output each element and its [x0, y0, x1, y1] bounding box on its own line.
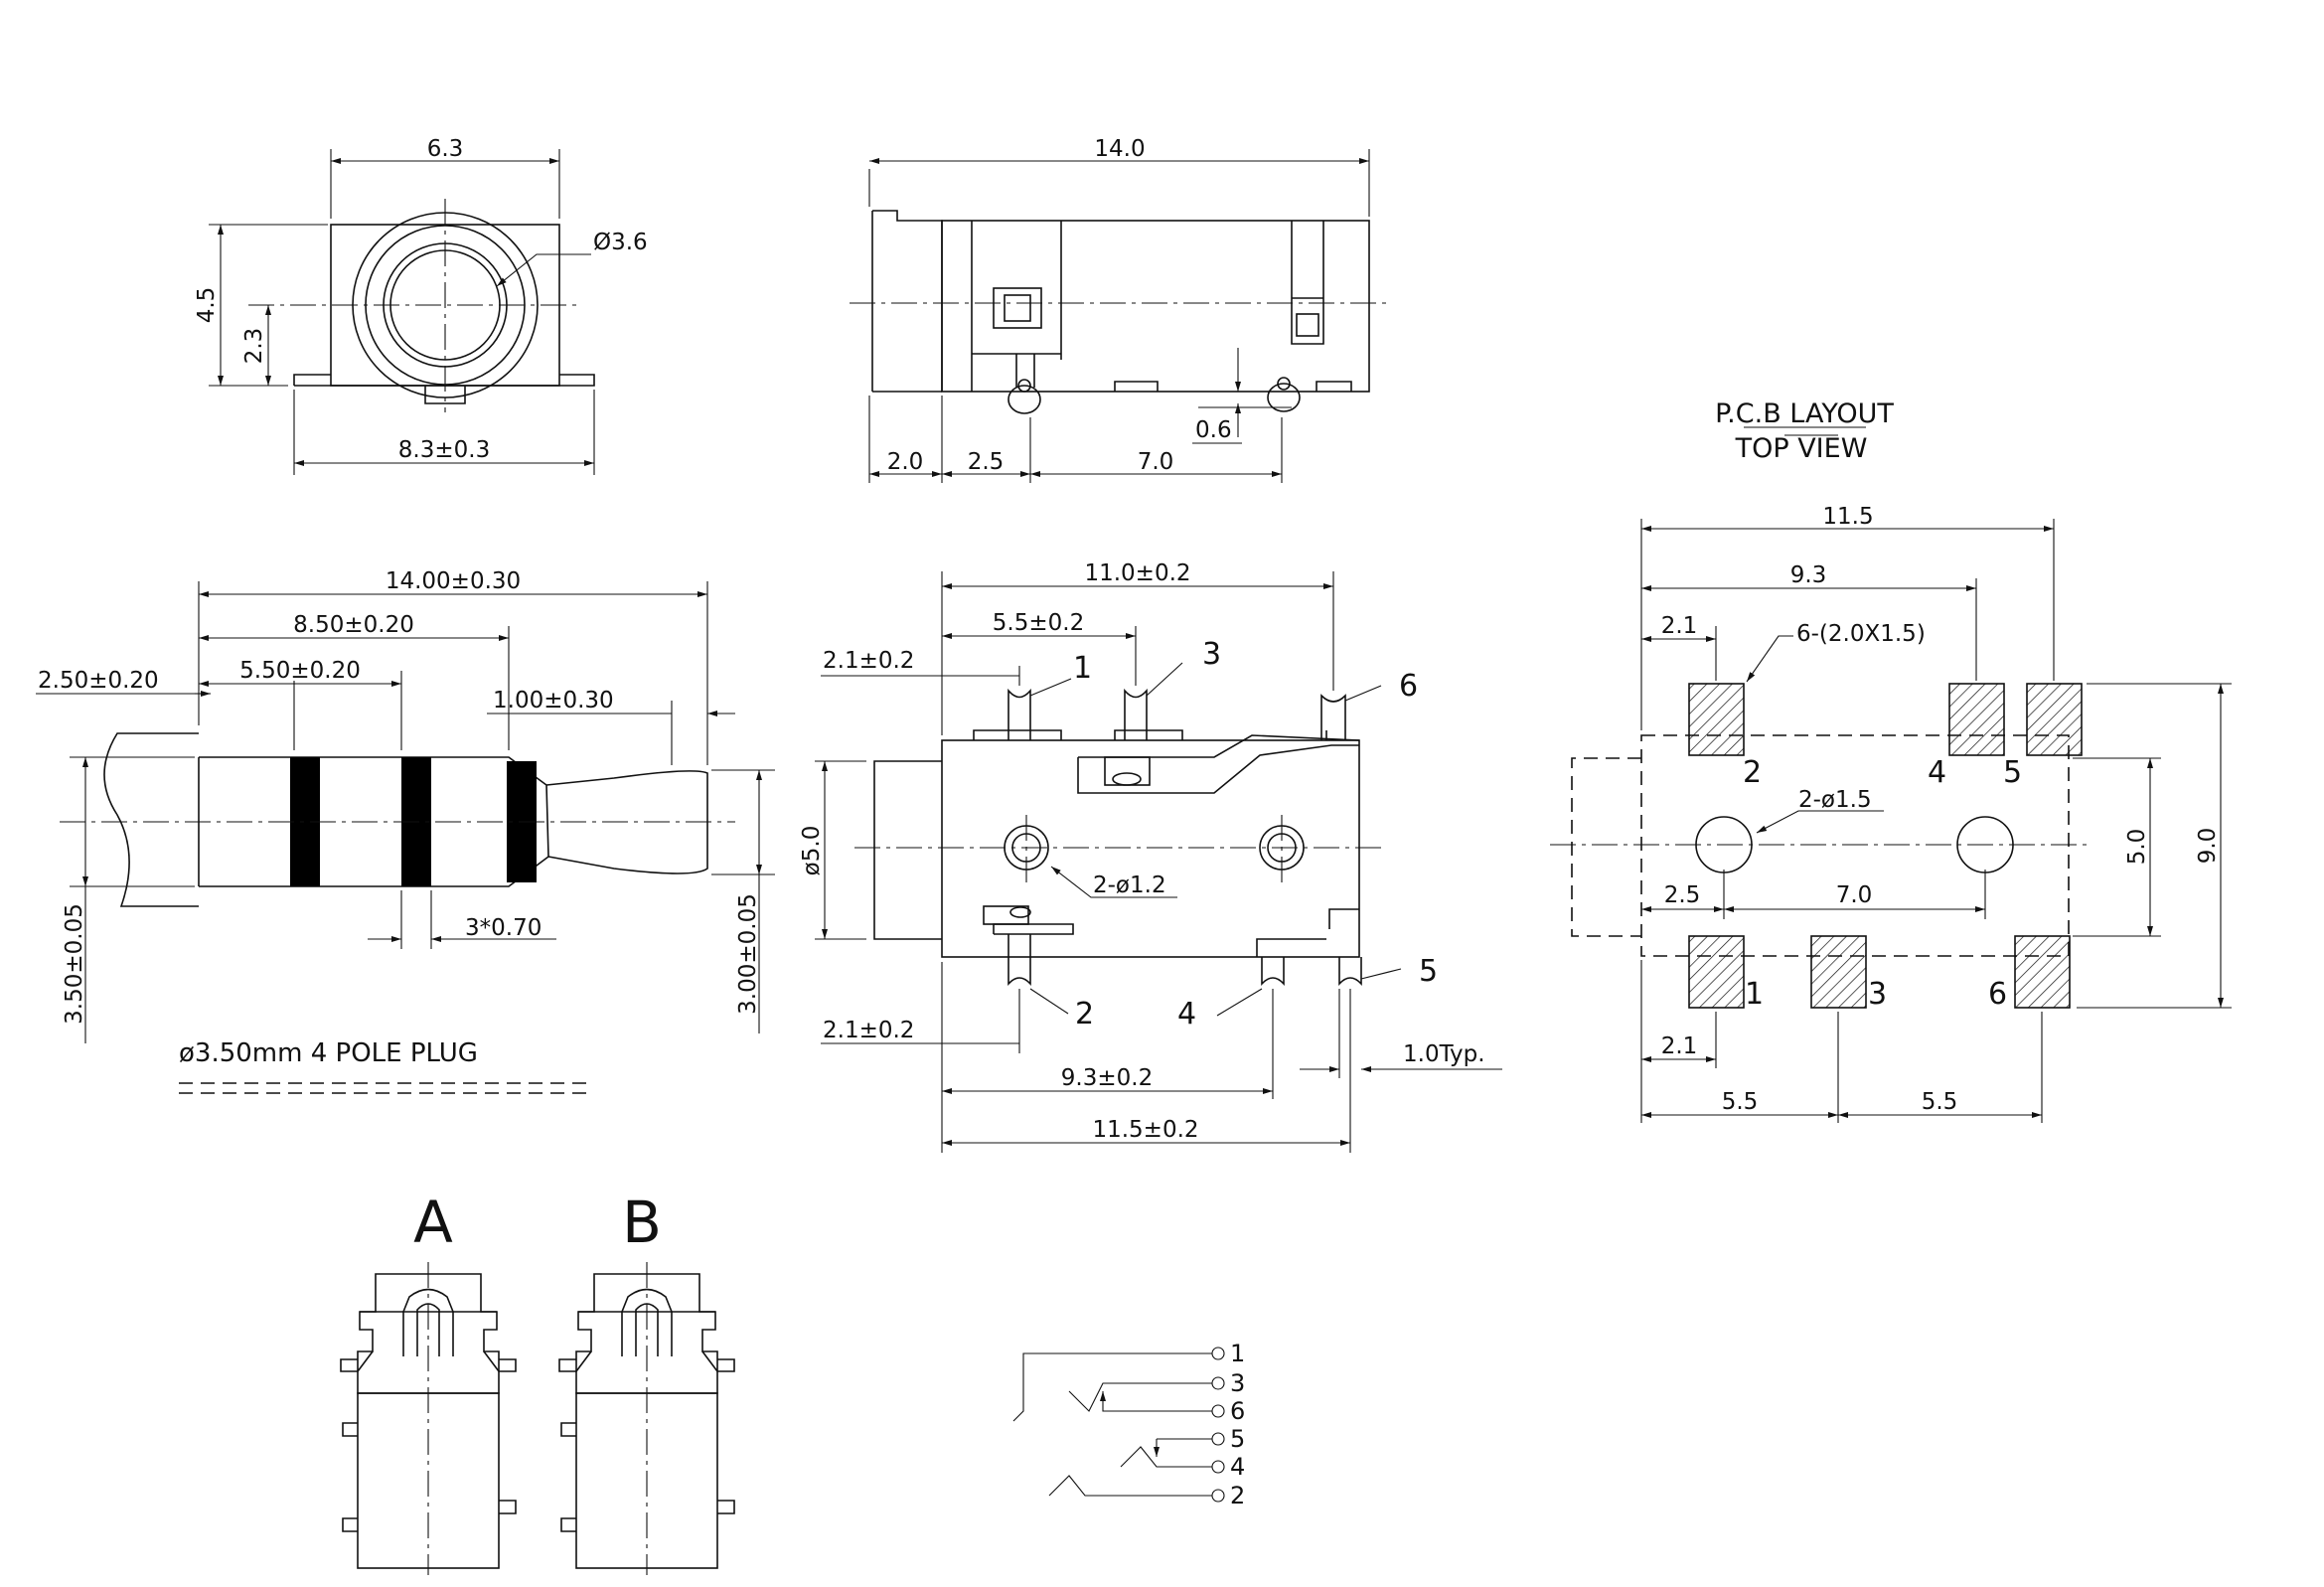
- pcb-layout: P.C.B LAYOUT TOP VIEW 2 4 5 1 3 6 11.5 9…: [1550, 398, 2232, 1123]
- pcb-dim-overall: 11.5: [1822, 504, 1873, 530]
- schem-pin-5: 5: [1230, 1425, 1245, 1453]
- bottom-pin-2: 2: [1075, 997, 1094, 1032]
- dim-plug-tipdia: 3.00±0.05: [735, 893, 761, 1015]
- pcb-dim-pitch-a: 5.5: [1722, 1089, 1759, 1115]
- dim-side-mid: 2.5: [968, 449, 1005, 475]
- plug-view: 14.00±0.30 8.50±0.20 5.50±0.20 2.50±0.20…: [36, 568, 775, 1094]
- pcb-pad-4: [1948, 683, 2005, 756]
- dim-plug-sleeve: 2.50±0.20: [38, 668, 159, 694]
- dim-side-length: 14.0: [1094, 136, 1145, 162]
- dim-bottom-top-length: 11.0±0.2: [1084, 560, 1190, 586]
- variant-a-label: A: [413, 1189, 453, 1256]
- pcb-title: P.C.B LAYOUT: [1715, 398, 1894, 429]
- pcb-label-2: 2: [1743, 755, 1762, 790]
- dim-bottom-dia: ø5.0: [799, 826, 825, 876]
- pcb-subtitle: TOP VIEW: [1735, 433, 1868, 464]
- bottom-pin-3: 3: [1202, 637, 1221, 672]
- dim-front-width: 6.3: [427, 136, 464, 162]
- dim-plug-band3: 8.50±0.20: [293, 612, 414, 638]
- dim-bottom-length: 11.5±0.2: [1092, 1117, 1198, 1143]
- dim-side-front: 2.0: [887, 449, 924, 475]
- schem-pin-6: 6: [1230, 1397, 1245, 1425]
- dim-bottom-pin2: 2.1±0.2: [823, 1018, 914, 1043]
- pcb-dim-outer-height: 9.0: [2195, 828, 2221, 865]
- schem-pin-4: 4: [1230, 1453, 1245, 1481]
- schematic: 1 3 6 5 4 2: [1012, 1340, 1245, 1509]
- dim-bottom-pin1: 2.1±0.2: [823, 648, 914, 674]
- dim-hole-dia: Ø3.6: [593, 230, 648, 255]
- dim-plug-total: 14.00±0.30: [386, 568, 521, 594]
- plug-caption: ø3.50mm 4 POLE PLUG: [179, 1038, 478, 1068]
- schem-pin-1: 1: [1230, 1340, 1245, 1367]
- variant-b-label: B: [622, 1189, 662, 1256]
- pcb-label-3: 3: [1868, 977, 1887, 1012]
- pcb-pad-2: [1688, 683, 1745, 756]
- schem-pin-3: 3: [1230, 1369, 1245, 1397]
- pcb-dim-offset: 2.1: [1661, 613, 1698, 639]
- pcb-pad-6: [2014, 935, 2071, 1009]
- variant-b: B: [558, 1189, 735, 1575]
- dim-plug-bands: 3*0.70: [465, 915, 542, 941]
- pcb-pad-1: [1688, 935, 1745, 1009]
- pcb-dim-inner-height: 5.0: [2124, 829, 2150, 866]
- dim-bottom-pin4: 9.3±0.2: [1061, 1065, 1153, 1091]
- pcb-label-1: 1: [1745, 977, 1764, 1012]
- schem-pin-2: 2: [1230, 1482, 1245, 1509]
- dim-standoff: 0.6: [1195, 417, 1232, 443]
- pcb-dim-pitch-b: 5.5: [1922, 1089, 1958, 1115]
- dim-front-base: 8.3±0.3: [398, 437, 490, 463]
- dim-plug-tip: 1.00±0.30: [493, 688, 614, 714]
- front-view: 6.3 4.5 2.3 8.3±0.3 Ø3.6: [194, 136, 648, 475]
- pcb-dim-hole-pitch: 7.0: [1836, 882, 1873, 908]
- pcb-dim-bottom-offset: 2.1: [1661, 1033, 1698, 1059]
- dim-bottom-pin3: 5.5±0.2: [993, 610, 1084, 636]
- pcb-dim-hole-offset: 2.5: [1664, 882, 1701, 908]
- pcb-label-4: 4: [1928, 755, 1946, 790]
- pcb-pad-3: [1810, 935, 1867, 1009]
- bottom-pin-5: 5: [1419, 954, 1438, 989]
- bottom-view: 1 3 6 2 4 5 11.0±0.2 5.5±0.2 2.1±0.2 2.1…: [799, 560, 1502, 1153]
- pcb-holes: 2-ø1.5: [1798, 787, 1872, 813]
- bottom-pin-6: 6: [1399, 669, 1418, 704]
- dim-bottom-pitch: 1.0Typ.: [1403, 1041, 1485, 1067]
- bottom-pin-1: 1: [1073, 651, 1092, 686]
- pcb-dim-pad4: 9.3: [1790, 562, 1827, 588]
- bottom-pin-4: 4: [1177, 997, 1196, 1032]
- pcb-label-5: 5: [2003, 755, 2022, 790]
- side-view: 14.0 2.0 2.5 7.0 0.6: [850, 136, 1391, 483]
- pcb-pad-5: [2026, 683, 2083, 756]
- dim-plug-band2: 5.50±0.20: [239, 658, 361, 684]
- dim-front-height: 4.5: [194, 287, 220, 324]
- variant-a: A: [340, 1189, 517, 1575]
- dim-front-center: 2.3: [241, 328, 267, 365]
- pcb-label-6: 6: [1988, 977, 2007, 1012]
- dim-plug-body: 3.50±0.05: [62, 903, 87, 1025]
- dim-side-pins: 7.0: [1138, 449, 1174, 475]
- pcb-pad-note: 6-(2.0X1.5): [1796, 621, 1926, 647]
- dim-bottom-holes: 2-ø1.2: [1093, 873, 1166, 898]
